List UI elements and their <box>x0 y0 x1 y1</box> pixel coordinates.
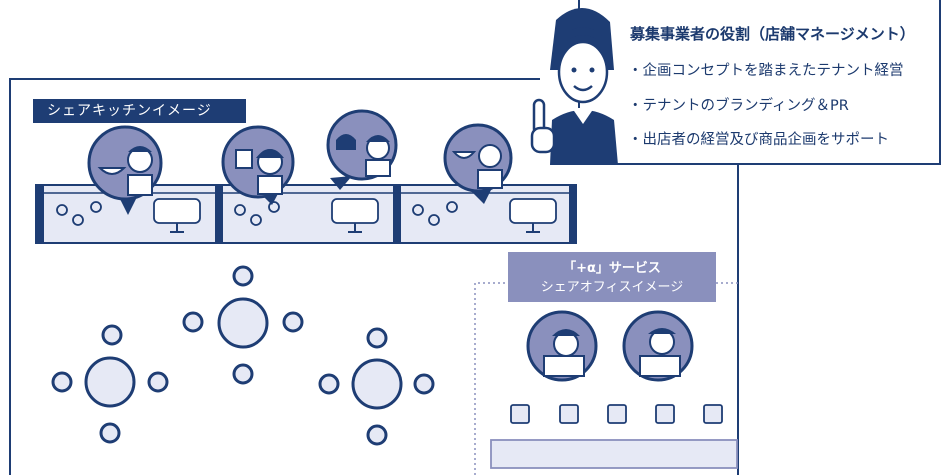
manager-woman-icon <box>530 7 618 165</box>
share-kitchen-label: シェアキッチンイメージ <box>33 99 246 123</box>
share-office-image-text: シェアオフィスイメージ <box>540 280 684 295</box>
chef-bubble-1 <box>87 125 163 215</box>
room-wall-left-top <box>9 78 540 475</box>
share-office-label: 「+α」サービス シェアオフィスイメージ <box>508 252 716 302</box>
role-callout-box <box>578 0 941 165</box>
plus-alpha-service-text: 「+α」サービス <box>563 261 661 276</box>
role-item-3: ・出店者の経営及び商品企画をサポート <box>628 132 889 148</box>
chef-bubble-2 <box>221 125 295 205</box>
role-item-2: ・テナントのブランディング＆PR <box>628 98 849 114</box>
chef-bubble-3 <box>326 109 398 190</box>
chef-bubble-4 <box>443 123 513 204</box>
role-callout: 募集事業者の役割（店舗マネージメント） ・企画コンセプトを踏まえたテナント経営 … <box>528 0 941 165</box>
share-office-area <box>474 282 738 475</box>
role-title: 募集事業者の役割（店舗マネージメント） <box>630 25 915 43</box>
dining-tables <box>51 265 435 446</box>
role-item-1: ・企画コンセプトを踏まえたテナント経営 <box>628 63 904 79</box>
